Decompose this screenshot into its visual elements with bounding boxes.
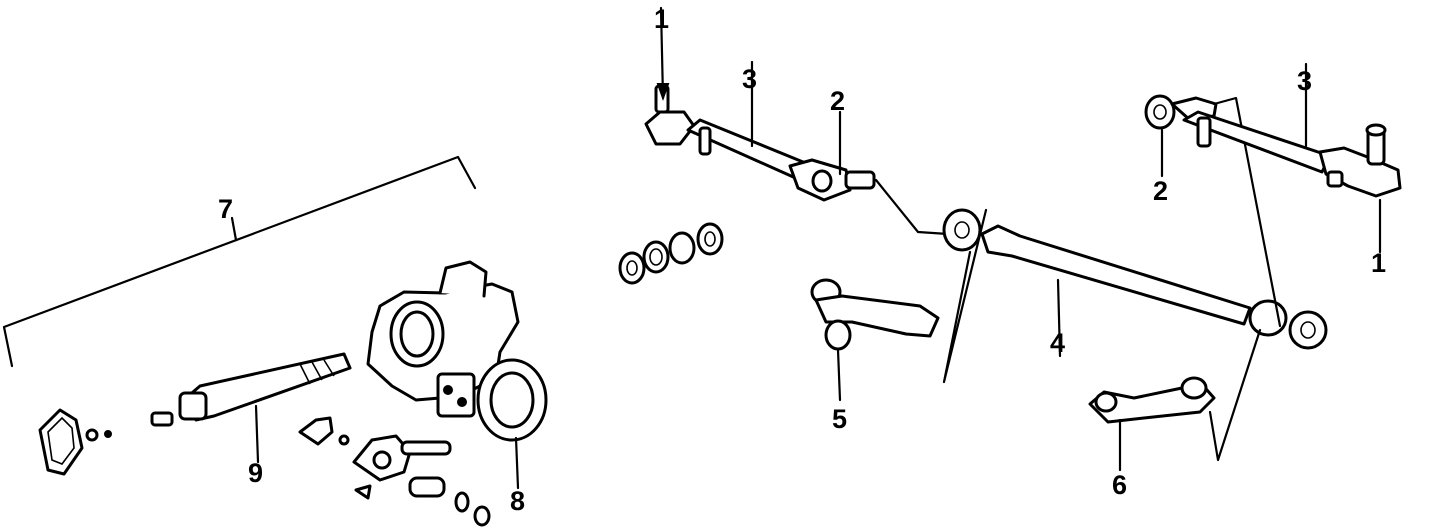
center-link[interactable]: [942, 208, 1328, 358]
seal-washer-set[interactable]: [618, 222, 724, 285]
pitman-arm[interactable]: [810, 208, 988, 402]
idler-arm[interactable]: [1088, 328, 1262, 472]
callout-2-left: 2: [830, 86, 845, 116]
gear-housing[interactable]: [366, 260, 548, 490]
gear-seal-ring[interactable]: [38, 408, 84, 476]
callout-3-right: 3: [1297, 66, 1312, 96]
inner-tie-rod-end-left[interactable]: [788, 110, 950, 236]
callout-5: 5: [832, 404, 847, 434]
outer-tie-rod-end-left[interactable]: [644, 6, 696, 146]
callout-8: 8: [510, 486, 525, 516]
callout-2-right: 2: [1153, 176, 1168, 206]
gear-small-parts[interactable]: [85, 411, 350, 446]
callout-3-left: 3: [742, 64, 757, 94]
callout-9: 9: [248, 458, 263, 488]
callout-6: 6: [1112, 470, 1127, 500]
gear-adjuster-parts[interactable]: [352, 434, 491, 527]
outer-tie-rod-end-right[interactable]: [1318, 123, 1402, 254]
steering-gear-bracket: [2, 155, 477, 368]
sector-shaft[interactable]: [178, 352, 352, 464]
callout-1-right: 1: [1371, 248, 1386, 278]
callout-7: 7: [218, 194, 233, 224]
callout-4: 4: [1050, 328, 1065, 358]
callout-1-left: 1: [654, 4, 669, 34]
